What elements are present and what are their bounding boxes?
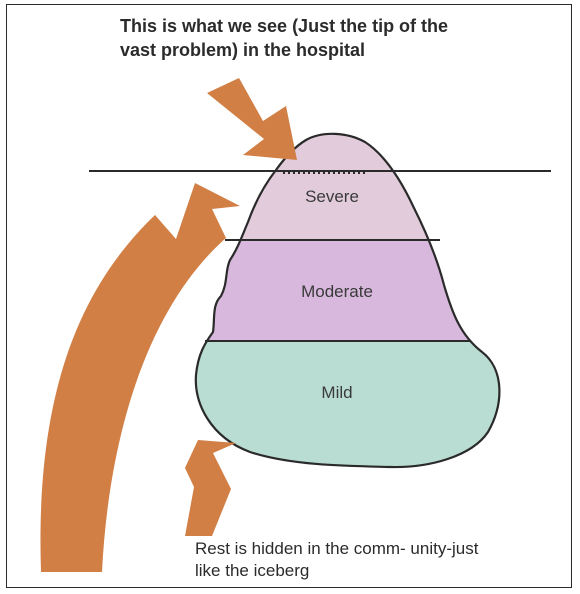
layer-mild — [195, 341, 500, 468]
iceberg-outline — [194, 132, 501, 469]
label-severe: Severe — [305, 187, 359, 206]
top-arrow — [207, 78, 297, 160]
bottom-arrow — [177, 440, 236, 536]
label-mild: Mild — [321, 383, 352, 402]
label-moderate: Moderate — [301, 282, 373, 301]
bottom-caption: Rest is hidden in the comm- unity-just l… — [195, 539, 479, 580]
curved-arrow — [40, 183, 241, 572]
top-caption: This is what we see (Just the tip of the… — [120, 16, 449, 60]
